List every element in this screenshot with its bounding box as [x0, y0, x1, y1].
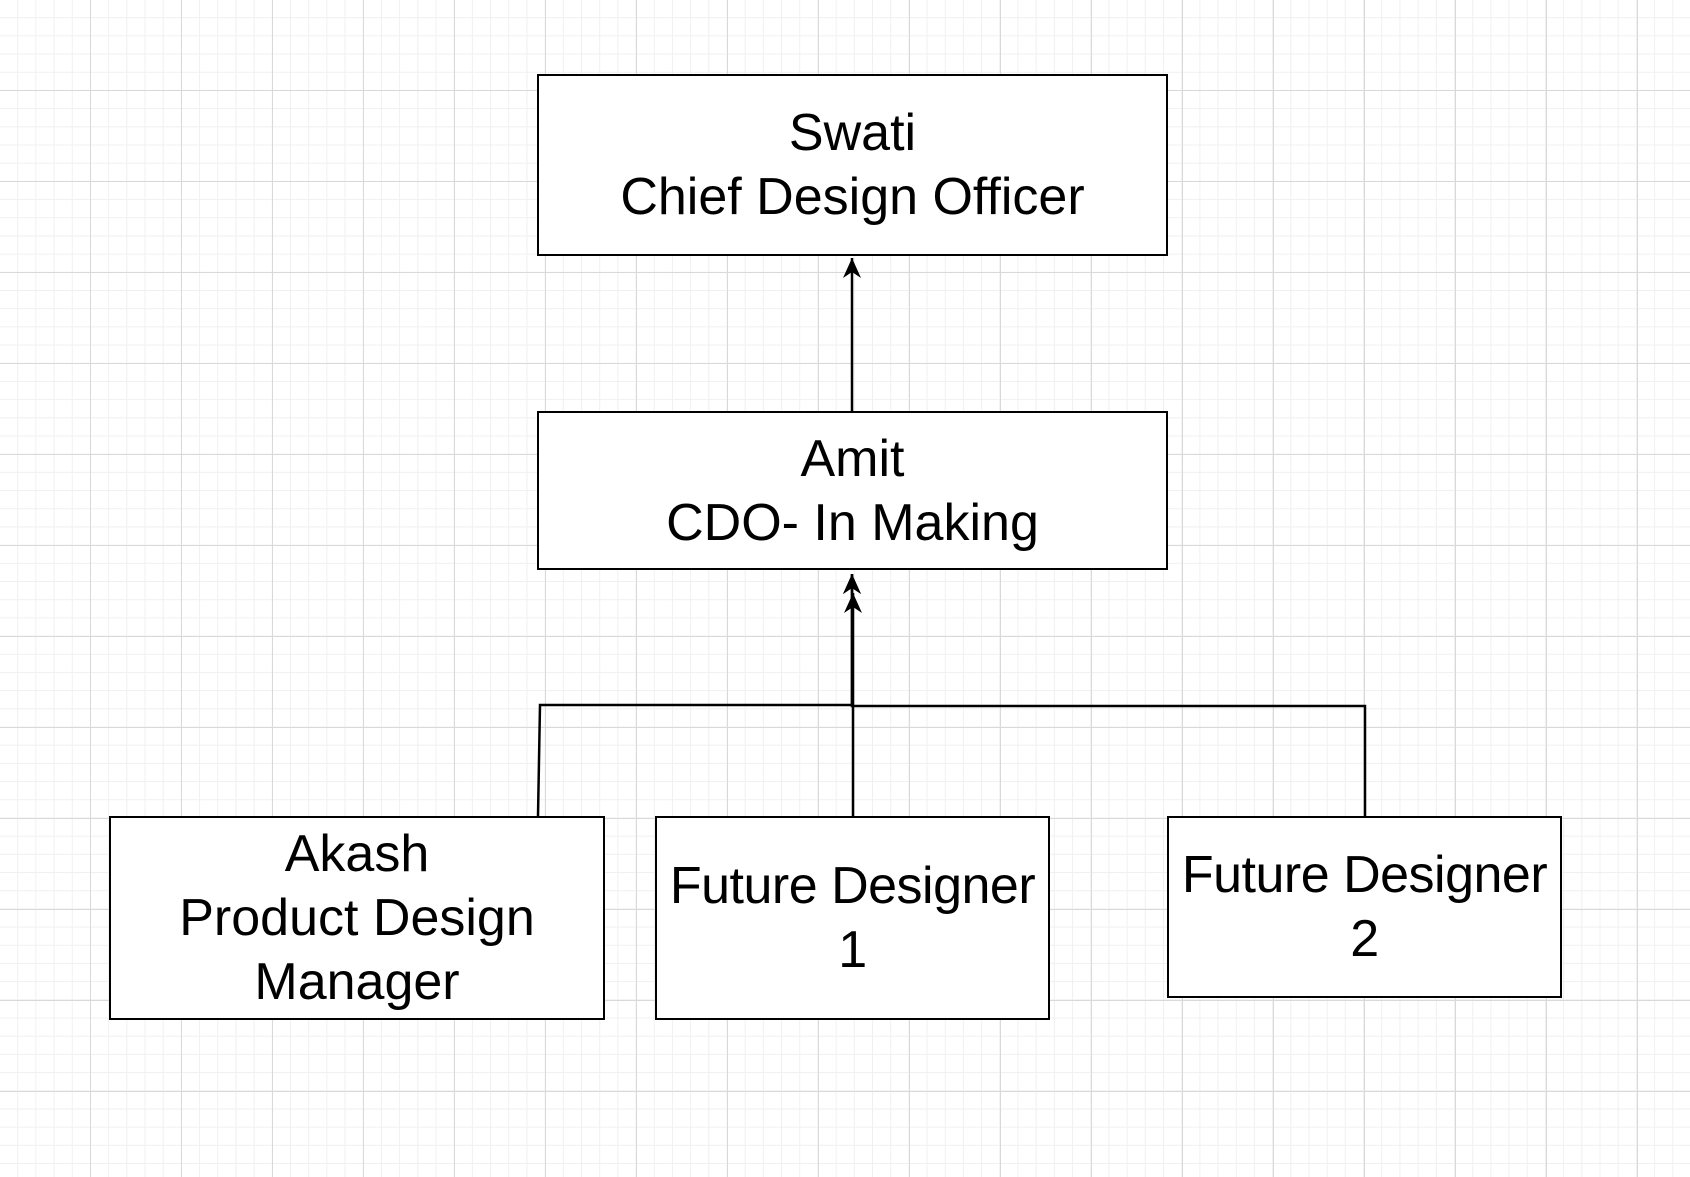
- node-label-line-2: 1: [838, 921, 867, 979]
- org-node-future-designer-2[interactable]: Future Designer 2: [1167, 816, 1562, 998]
- org-node-swati[interactable]: Swati Chief Design Officer: [537, 74, 1168, 256]
- org-node-amit[interactable]: Amit CDO- In Making: [537, 411, 1168, 570]
- node-name: Akash: [284, 825, 430, 883]
- node-name: Amit: [800, 429, 905, 488]
- node-title-line-1: Product Design: [179, 889, 535, 947]
- org-node-future-designer-1[interactable]: Future Designer 1: [655, 816, 1050, 1020]
- node-label-line-1: Future Designer: [1181, 846, 1548, 904]
- node-name: Swati: [788, 104, 917, 162]
- org-node-akash[interactable]: Akash Product Design Manager: [109, 816, 605, 1020]
- node-title: Chief Design Officer: [620, 168, 1085, 226]
- node-label-line-2: 2: [1350, 910, 1379, 968]
- edge-akash-to-amit[interactable]: [536, 574, 861, 817]
- node-title-line-2: Manager: [254, 953, 460, 1011]
- edge-future-designer-2-to-amit[interactable]: [843, 574, 1367, 816]
- node-label-line-1: Future Designer: [669, 857, 1036, 915]
- node-title: CDO- In Making: [666, 493, 1039, 552]
